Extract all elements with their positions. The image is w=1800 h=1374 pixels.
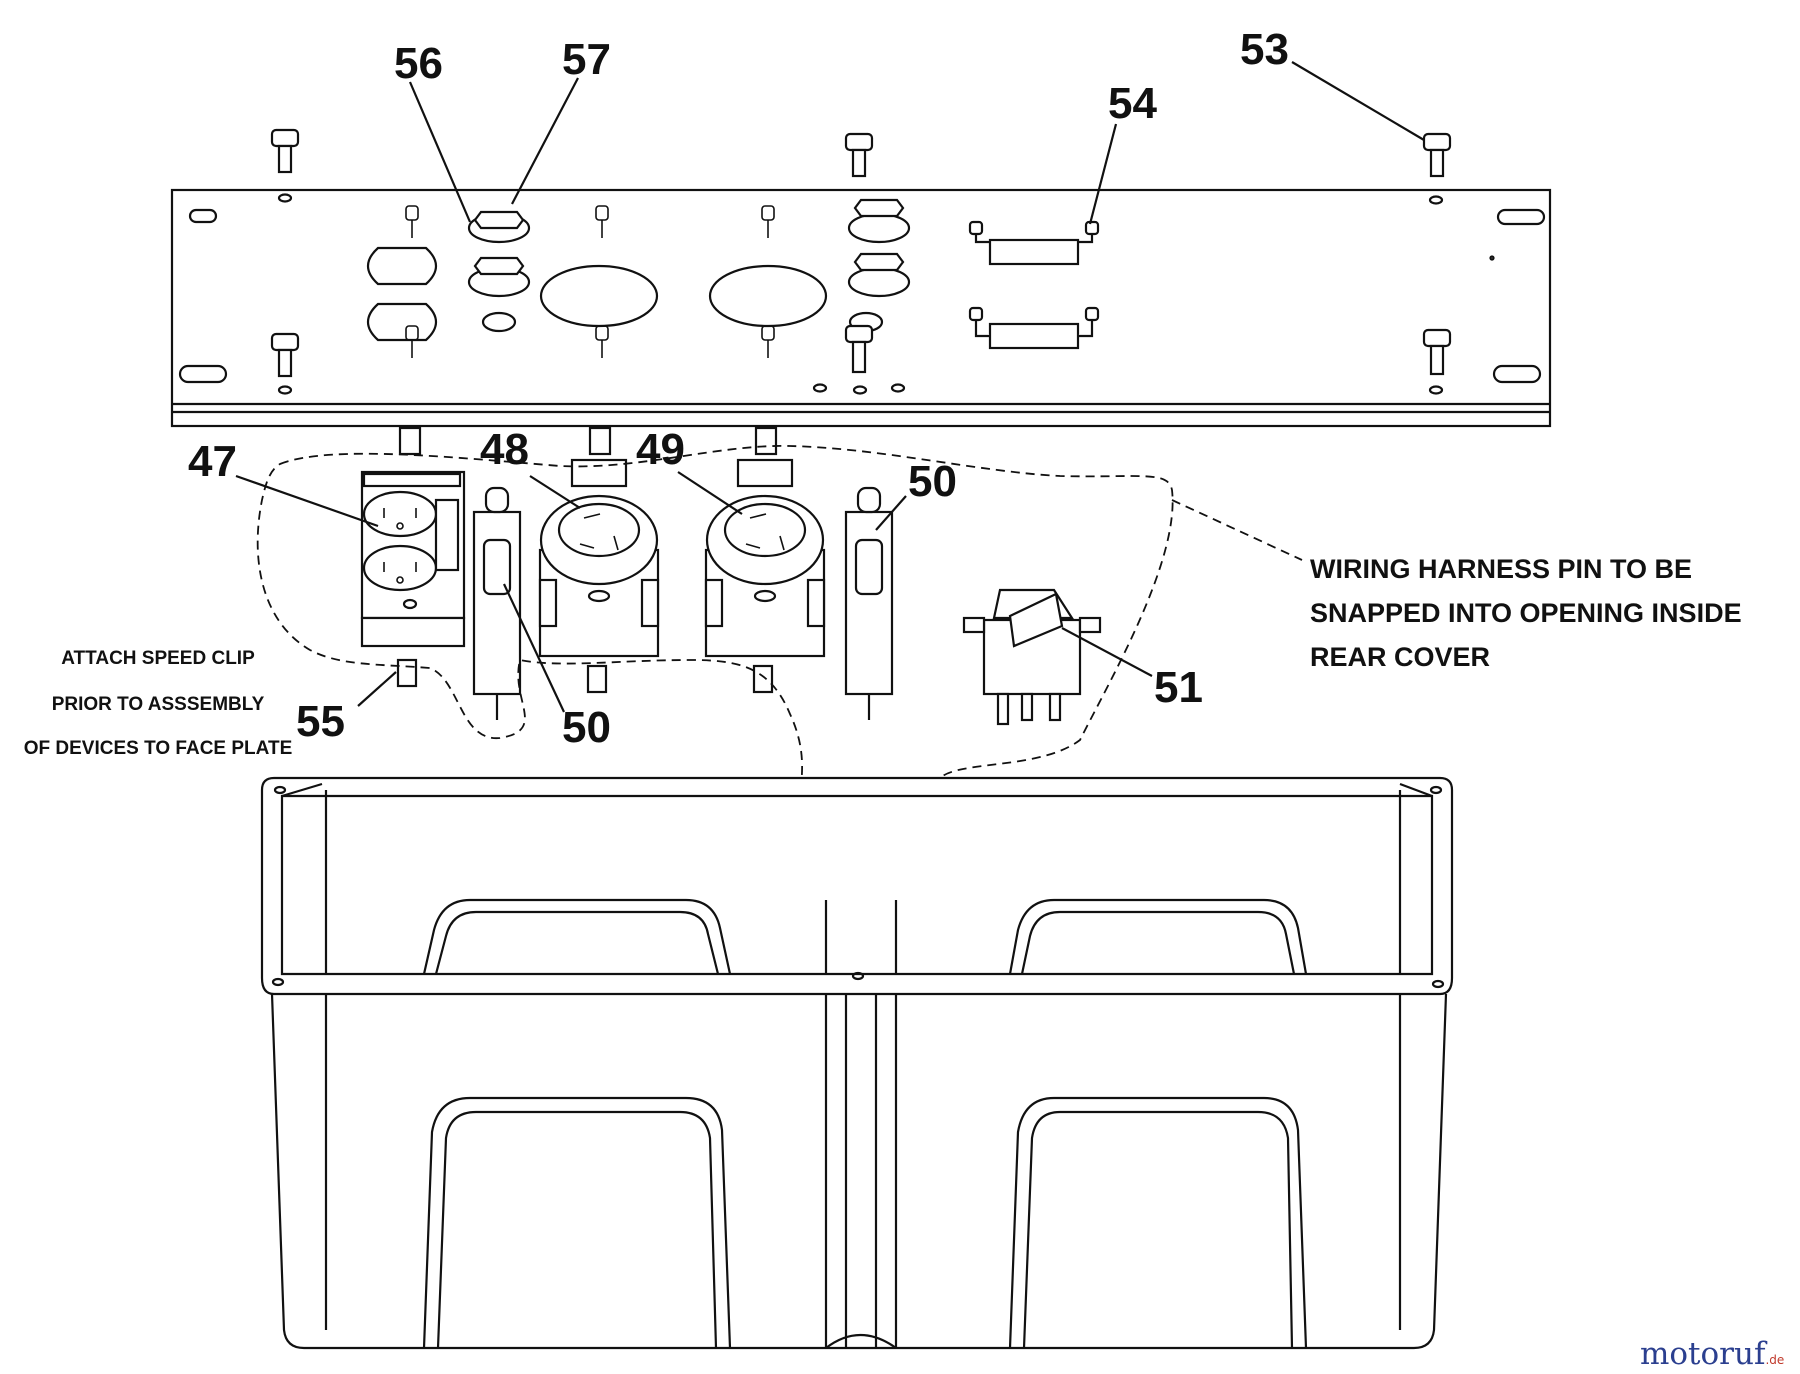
harness-note-line-3: REAR COVER (1310, 642, 1490, 672)
duplex-receptacle (360, 470, 466, 648)
svg-text:motoruf.de: motoruf.de (1640, 1336, 1784, 1372)
callout-56: 56 (394, 39, 443, 88)
callout-47: 47 (188, 437, 237, 486)
speed-clip-note-line-2: PRIOR TO ASSSEMBLY (52, 694, 265, 715)
watermark-logo: motoruf.de (1640, 1336, 1784, 1372)
speed-clip-note-line-3: OF DEVICES TO FACE PLATE (24, 738, 293, 759)
callout-labels: 56 57 53 54 47 48 49 50 50 51 55 (188, 25, 1289, 752)
callout-57: 57 (562, 35, 611, 84)
callout-51: 51 (1154, 663, 1203, 712)
callout-50-right: 50 (908, 457, 957, 506)
callout-49: 49 (636, 425, 685, 474)
watermark-suffix: .de (1765, 1353, 1784, 1367)
rear-cover (260, 776, 1454, 1350)
circuit-breakers (472, 486, 894, 720)
watermark-brand: motoruf (1640, 1336, 1768, 1372)
speed-clip-note: ATTACH SPEED CLIP PRIOR TO ASSSEMBLY OF … (24, 648, 293, 759)
callout-54: 54 (1108, 79, 1157, 128)
harness-note: WIRING HARNESS PIN TO BE SNAPPED INTO OP… (1310, 554, 1742, 672)
twist-lock-receptacles (396, 458, 826, 694)
callout-48: 48 (480, 425, 529, 474)
callout-53: 53 (1240, 25, 1289, 74)
rocker-switch (962, 588, 1102, 726)
face-plate (170, 188, 1552, 456)
speed-clip-note-line-1: ATTACH SPEED CLIP (61, 648, 255, 669)
mounting-bolts (270, 128, 1452, 378)
callout-50-lower: 50 (562, 703, 611, 752)
harness-note-line-1: WIRING HARNESS PIN TO BE (1310, 554, 1692, 584)
leader-lines (235, 61, 1425, 713)
callout-55: 55 (296, 697, 345, 746)
harness-note-line-2: SNAPPED INTO OPENING INSIDE (1310, 598, 1742, 628)
